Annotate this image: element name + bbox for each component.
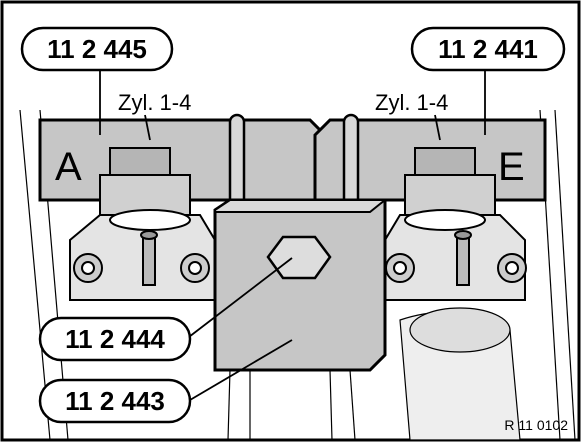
- figure-reference: R 11 0102: [504, 417, 568, 433]
- block-label-left: A: [55, 145, 82, 189]
- callout-top-right: 11 2 441: [410, 26, 566, 72]
- leader-lines: [99, 68, 486, 401]
- guide-pins: [228, 113, 360, 217]
- callout-top-right-text: 11 2 441: [438, 34, 538, 64]
- center-block: [213, 198, 388, 372]
- hex-bolt-icon: [266, 235, 332, 280]
- bearing-cap-right: [384, 209, 527, 301]
- callout-mid-left-text: 11 2 444: [65, 324, 165, 354]
- callout-mid-left: 11 2 444: [38, 316, 192, 362]
- gauge-block-right: [313, 118, 547, 216]
- bearing-cap-left: [69, 209, 216, 301]
- callout-top-left: 11 2 445: [20, 26, 174, 72]
- engine-background-lines: [19, 109, 576, 441]
- cylinder-label-right: Zyl. 1-4: [375, 90, 448, 115]
- block-label-right: E: [498, 145, 525, 189]
- callout-top-left-text: 11 2 445: [47, 34, 147, 64]
- callout-bottom-left-text: 11 2 443: [65, 386, 165, 416]
- callout-bottom-left: 11 2 443: [38, 378, 192, 424]
- cylinder-label-left: Zyl. 1-4: [118, 90, 191, 115]
